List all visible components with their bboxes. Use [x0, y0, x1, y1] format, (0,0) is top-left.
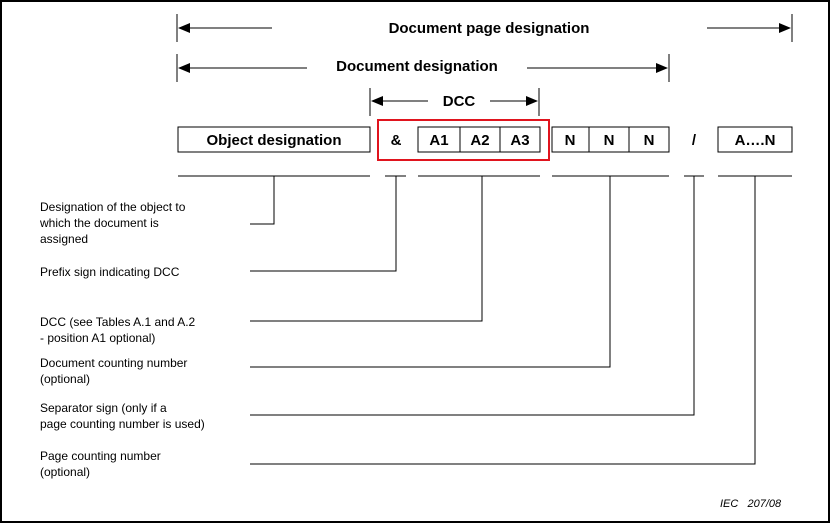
prefix-leader-line: [250, 176, 397, 272]
object-description-line1: Designation of the object to: [40, 200, 186, 214]
n-text-3: N: [644, 132, 655, 149]
n-text-2: N: [604, 132, 615, 149]
object-description-line3: assigned: [40, 232, 88, 246]
a1-box: [417, 126, 461, 153]
page-range-text: A….N: [735, 132, 776, 149]
counting-description-line1: Document counting number: [40, 356, 187, 370]
page-description-line1: Page counting number: [40, 449, 161, 463]
dcc-highlight-frame: [377, 119, 550, 161]
counting-leader-line: [250, 176, 611, 368]
a2-box: [459, 126, 501, 153]
prefix-description: Prefix sign indicating DCC: [40, 265, 180, 279]
separator-description-line2: page counting number is used): [40, 417, 205, 431]
n-box-3: [628, 126, 670, 153]
iec-credit: IEC 207/08: [720, 498, 782, 510]
separator-description-line1: Separator sign (only if a: [40, 401, 167, 415]
page-description-line2: (optional): [40, 465, 90, 479]
dcc-description-line1: DCC (see Tables A.1 and A.2: [40, 315, 196, 329]
document-designation-label: Document designation: [336, 58, 498, 75]
dcc-label: DCC: [443, 93, 476, 110]
object-designation-box: [177, 126, 371, 153]
object-leader-line: [250, 176, 275, 225]
prefix-sign-text: &: [391, 132, 402, 149]
a2-text: A2: [470, 132, 489, 149]
separator-leader-line: [250, 176, 695, 416]
object-designation-text: Object designation: [206, 132, 341, 149]
page-leader-line: [250, 176, 756, 465]
page-range-box: [717, 126, 793, 153]
a3-box: [499, 126, 541, 153]
dcc-leader-line: [250, 176, 483, 322]
n-text-1: N: [565, 132, 576, 149]
dcc-description-line2: - position A1 optional): [40, 331, 155, 345]
separator-text: /: [692, 132, 697, 149]
document-page-designation-label: Document page designation: [389, 20, 590, 37]
object-description-line2: which the document is: [39, 216, 159, 230]
counting-description-line2: (optional): [40, 372, 90, 386]
a3-text: A3: [510, 132, 529, 149]
a1-text: A1: [429, 132, 448, 149]
n-box-1: [551, 126, 590, 153]
